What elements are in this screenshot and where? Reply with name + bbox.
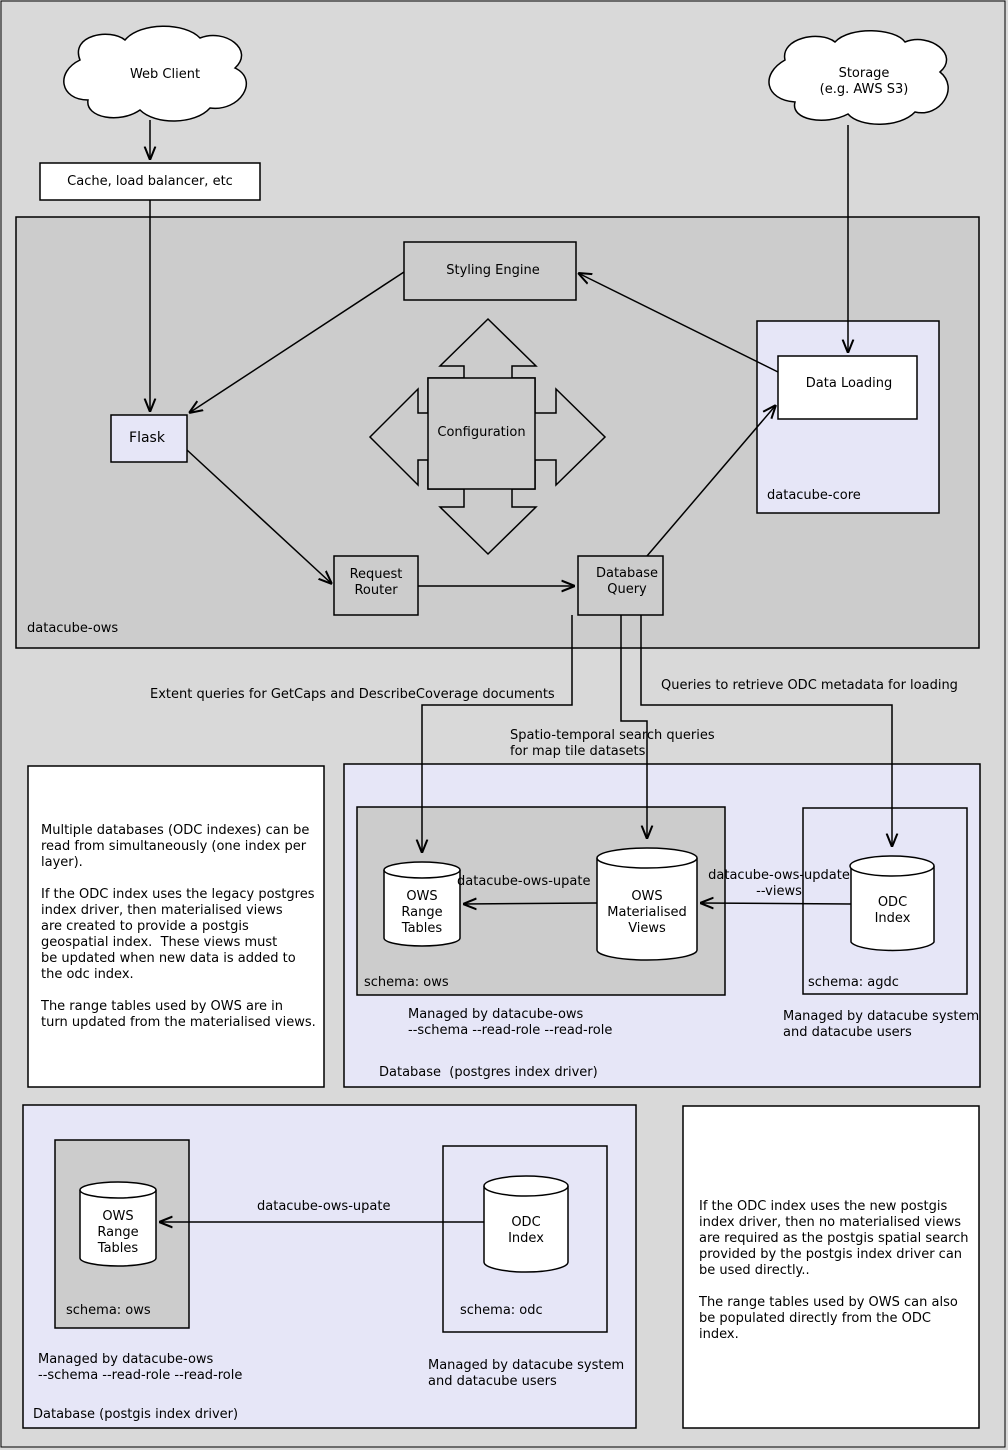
- edge-dataloading-styling: [578, 273, 779, 373]
- datacube-core-label: datacube-core: [767, 488, 861, 503]
- postgis-note-text: If the ODC index uses the new postgis in…: [699, 1199, 969, 1342]
- extent-queries-label: Extent queries for GetCaps and DescribeC…: [150, 687, 555, 702]
- schema-ows-postgis-label: schema: ows: [66, 1303, 151, 1318]
- data-loading-box: [777, 355, 918, 420]
- cylinder-odc-index-odc: [483, 1175, 569, 1273]
- edge-views-rangetables: [463, 903, 598, 904]
- edge-metadata-queries: [640, 615, 892, 847]
- edge-dbquery-dataloading: [646, 405, 776, 557]
- ows-range-tables-postgis-label: OWS Range Tables: [97, 1209, 139, 1256]
- odc-index-odc-label: ODC Index: [508, 1215, 544, 1246]
- edge-flask-router: [186, 449, 332, 584]
- managed-postgis-odc-label: Managed by datacube system and datacube …: [428, 1358, 625, 1389]
- managed-legacy-ows-label: Managed by datacube-ows --schema --read-…: [408, 1007, 613, 1038]
- data-loading-label: Data Loading: [805, 376, 893, 391]
- storage-label: Storage (e.g. AWS S3): [819, 66, 909, 97]
- managed-postgis-ows-label: Managed by datacube-ows --schema --read-…: [38, 1352, 243, 1383]
- postgis-note-box: [682, 1105, 980, 1429]
- cache-label: Cache, load balancer, etc: [67, 174, 233, 189]
- odc-index-agdc-label: ODC Index: [874, 895, 911, 926]
- cylinder-ows-materialised-views: [596, 847, 698, 961]
- cylinder-odc-index-agdc: [849, 855, 935, 952]
- database-postgis-label: Database (postgis index driver): [33, 1407, 239, 1422]
- database-postgres-label: Database (postgres index driver): [379, 1065, 598, 1080]
- styling-engine-label: Styling Engine: [446, 263, 540, 278]
- request-router-box: [333, 555, 419, 616]
- request-router-label: Request Router: [349, 567, 403, 598]
- metadata-queries-label: Queries to retrieve ODC metadata for loa…: [661, 678, 958, 693]
- spatio-temporal-label: Spatio-temporal search queries for map t…: [510, 728, 715, 759]
- web-client-label: Web Client: [129, 67, 201, 82]
- database-query-label: Database Query: [595, 566, 659, 597]
- edge-extent-queries: [422, 615, 573, 853]
- ows-update-views-label: datacube-ows-update --views: [708, 868, 850, 899]
- edge-odc-views: [700, 903, 852, 904]
- schema-odc-label: schema: odc: [460, 1303, 543, 1318]
- cylinder-ows-range-tables-legacy: [383, 861, 461, 947]
- edge-spatio-temporal: [620, 615, 647, 839]
- ows-materialised-views-label: OWS Materialised Views: [607, 889, 687, 936]
- datacube-ows-label: datacube-ows: [27, 621, 119, 636]
- schema-agdc-label: schema: agdc: [808, 975, 899, 990]
- styling-engine-box: [403, 241, 577, 301]
- configuration-box: [427, 377, 536, 490]
- cylinder-ows-range-tables-postgis: [79, 1181, 157, 1267]
- managed-legacy-agdc-label: Managed by datacube system and datacube …: [783, 1009, 980, 1040]
- diagram-edges: [150, 120, 892, 1222]
- configuration-label: Configuration: [437, 425, 526, 440]
- flask-label: Flask: [129, 430, 165, 446]
- web-client-cloud: [63, 25, 248, 122]
- storage-cloud: [768, 30, 949, 125]
- flask-box: [110, 414, 188, 463]
- legacy-note-text: Multiple databases (ODC indexes) can be …: [41, 823, 316, 1030]
- edge-styling-flask: [189, 271, 405, 413]
- schema-ows-legacy-label: schema: ows: [364, 975, 449, 990]
- ows-range-tables-legacy-label: OWS Range Tables: [401, 889, 443, 936]
- legacy-note-box: [27, 765, 325, 1088]
- cache-box: [39, 162, 261, 201]
- ows-upate-postgis-label: datacube-ows-upate: [257, 1199, 391, 1214]
- ows-upate-legacy-label: datacube-ows-upate: [457, 874, 591, 889]
